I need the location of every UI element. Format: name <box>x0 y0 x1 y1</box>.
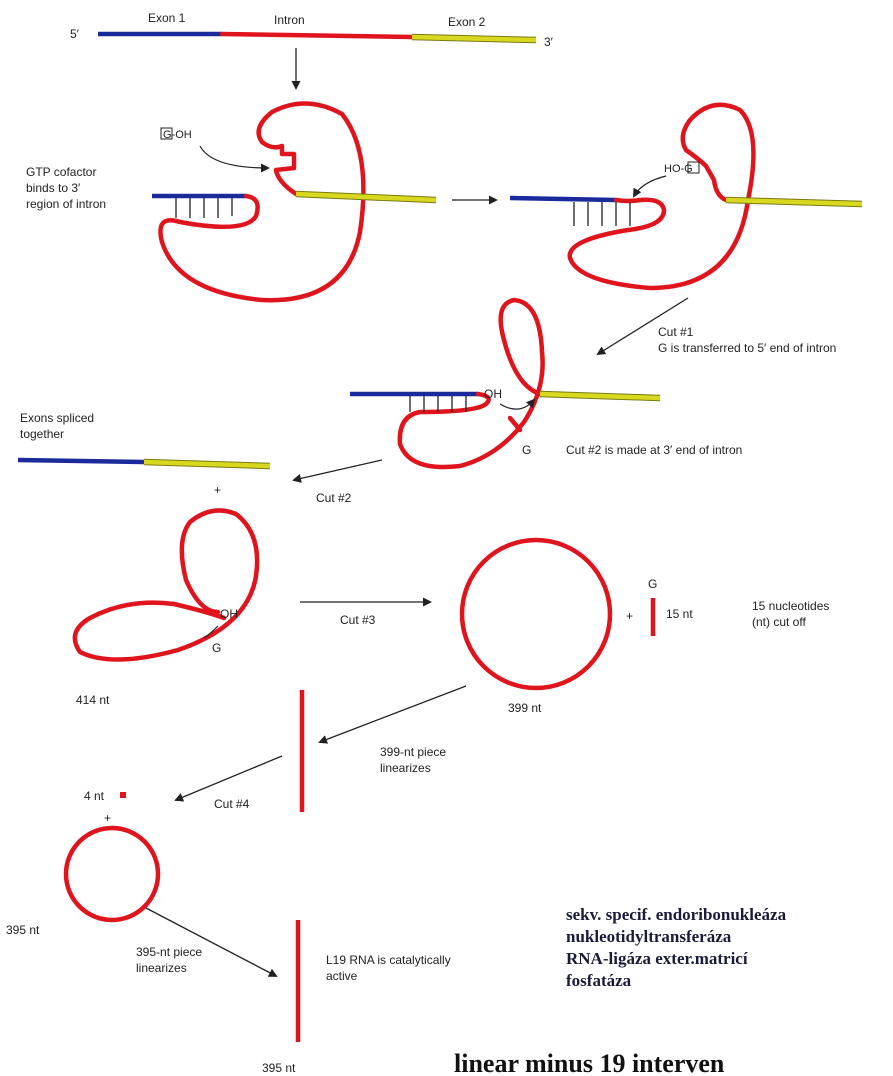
cut1-desc: G is transferred to 5′ end of intron <box>658 341 836 355</box>
piece395-label-1: 395-nt piece <box>136 945 202 959</box>
g-mid-label: G <box>522 443 531 457</box>
cut1-label: Cut #1 <box>658 325 694 339</box>
footer-title: linear minus 19 interven <box>454 1049 725 1076</box>
nt414-label: 414 nt <box>76 693 110 707</box>
g-end-segment <box>510 418 520 430</box>
intron-segment <box>222 34 412 37</box>
linearize-arrow <box>320 686 466 742</box>
piece399-label-1: 399-nt piece <box>380 745 446 759</box>
cut3-label: Cut #3 <box>340 613 376 627</box>
cut2-arrow <box>294 460 382 480</box>
ho-g-arrow <box>634 176 666 196</box>
nt15-label: 15 nt <box>666 607 693 621</box>
plus-2: + <box>626 609 633 623</box>
gtp-label-2: binds to 3′ <box>26 181 81 195</box>
exon1-paired-2 <box>510 198 616 200</box>
nt395-circle-label: 395 nt <box>6 923 40 937</box>
nt399-label: 399 nt <box>508 701 542 715</box>
spliced-exon1 <box>18 460 144 462</box>
exon2-segment <box>412 37 536 40</box>
piece395-label-2: linearizes <box>136 961 187 975</box>
spliced-exons <box>18 460 270 466</box>
five-prime-label: 5′ <box>70 27 80 41</box>
plus-1: + <box>214 483 221 497</box>
g-oh-label: G-OH <box>163 129 192 141</box>
pre-rna-strand <box>98 34 536 40</box>
g-attack-arrow <box>200 146 268 168</box>
free-intron-loop <box>75 510 257 659</box>
cut2-label: Cut #2 <box>316 491 352 505</box>
cut2-desc: Cut #2 is made at 3′ end of intron <box>566 443 742 457</box>
nuc-label-2: (nt) cut off <box>752 615 806 629</box>
circle-399 <box>462 540 610 688</box>
g-bound-structure <box>510 105 862 288</box>
plus-3: + <box>104 811 111 825</box>
l19-label-1: L19 RNA is catalytically <box>326 953 451 967</box>
nt395-bottom-label: 395 nt <box>262 1061 296 1075</box>
three-prime-label: 3′ <box>544 35 554 49</box>
g-loop-label: G <box>212 641 221 655</box>
nuc-label-1: 15 nucleotides <box>752 599 829 613</box>
exon2-segment-1 <box>296 194 436 200</box>
activity-1: sekv. specif. endoribonukleáza <box>566 905 787 924</box>
circle-395 <box>66 828 158 920</box>
ho-g-label: HO-G <box>664 163 693 175</box>
exons-label-1: Exons spliced <box>20 411 94 425</box>
piece399-label-2: linearizes <box>380 761 431 775</box>
cut4-label: Cut #4 <box>214 797 250 811</box>
oh-mid-label: OH <box>484 387 502 401</box>
intron-loop-2 <box>570 105 754 288</box>
gtp-label-3: region of intron <box>26 197 106 211</box>
nt4-label: 4 nt <box>84 789 105 803</box>
oh-attack-arrow <box>500 400 534 409</box>
intron-loop-3 <box>400 300 543 467</box>
l19-label-2: active <box>326 969 358 983</box>
intron-label: Intron <box>274 13 305 27</box>
activity-4: fosfatáza <box>566 971 632 990</box>
piece-4nt <box>120 792 126 798</box>
exon1-oh-structure <box>350 300 660 467</box>
cut4-arrow <box>176 756 282 800</box>
gtp-label-1: GTP cofactor <box>26 165 96 179</box>
activity-3: RNA-ligáza exter.matricí <box>566 949 748 968</box>
g-piece-label: G <box>648 577 657 591</box>
gtp-binding-structure <box>152 103 436 300</box>
activity-2: nukleotidyltransferáza <box>566 927 732 946</box>
exon2-label: Exon 2 <box>448 15 486 29</box>
exons-label-2: together <box>20 427 64 441</box>
activities-list: sekv. specif. endoribonukleáza nukleotid… <box>566 905 787 990</box>
oh-loop-label: OH <box>220 607 238 621</box>
exon1-label: Exon 1 <box>148 11 186 25</box>
